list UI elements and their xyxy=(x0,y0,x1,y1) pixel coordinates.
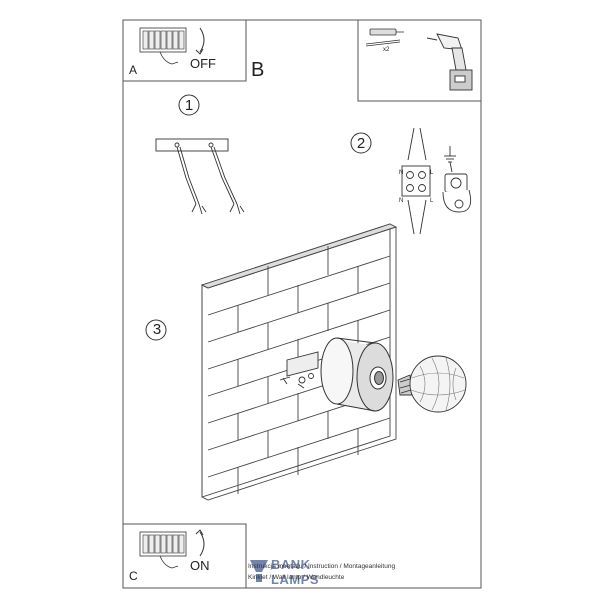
terminal-right-top: L xyxy=(430,170,434,176)
earth-terminal xyxy=(442,146,472,213)
watermark-line2: LAMPS xyxy=(271,572,319,587)
caption-line1: Instrukcja montażu / Instruction / Monta… xyxy=(248,563,396,570)
panel-c xyxy=(122,523,247,589)
step-2-marker xyxy=(350,132,372,154)
panel-b xyxy=(357,19,482,102)
caption-line2: Kinkiet / Wall lamp / Wandleuchte xyxy=(248,574,345,581)
bulb xyxy=(397,355,467,413)
sheet-frame xyxy=(122,19,482,589)
lamp-body xyxy=(320,337,394,412)
anchor-quantity: x2 xyxy=(383,47,390,53)
arrow-down-icon xyxy=(199,27,205,53)
step-3-marker xyxy=(145,319,167,341)
panel-b-letter: B xyxy=(251,59,265,81)
terminal-left-bottom: N xyxy=(399,198,404,204)
terminal-block xyxy=(401,127,431,235)
terminal-right-bottom: L xyxy=(430,198,434,204)
panel-a-label: OFF xyxy=(190,56,216,71)
breaker-icon xyxy=(139,27,187,65)
arrow-up-icon xyxy=(199,531,205,557)
anchor-screw-icon xyxy=(365,28,404,47)
panel-a xyxy=(122,19,247,82)
power-drill-icon xyxy=(426,33,473,91)
watermark-line1: BANK xyxy=(271,557,311,572)
terminal-left-top: N xyxy=(399,170,404,176)
step-1-wires xyxy=(155,138,245,215)
panel-c-label: ON xyxy=(190,558,210,573)
step-1-label: 1 xyxy=(184,97,194,114)
panel-a-letter: A xyxy=(129,63,138,77)
step-1-marker xyxy=(178,94,200,116)
logo-mark xyxy=(250,560,268,582)
step-3-label: 3 xyxy=(152,321,162,338)
step-2-label: 2 xyxy=(356,135,366,152)
mounting-bracket xyxy=(279,351,319,389)
breaker-icon-on xyxy=(139,531,187,569)
panel-c-letter: C xyxy=(129,569,138,583)
